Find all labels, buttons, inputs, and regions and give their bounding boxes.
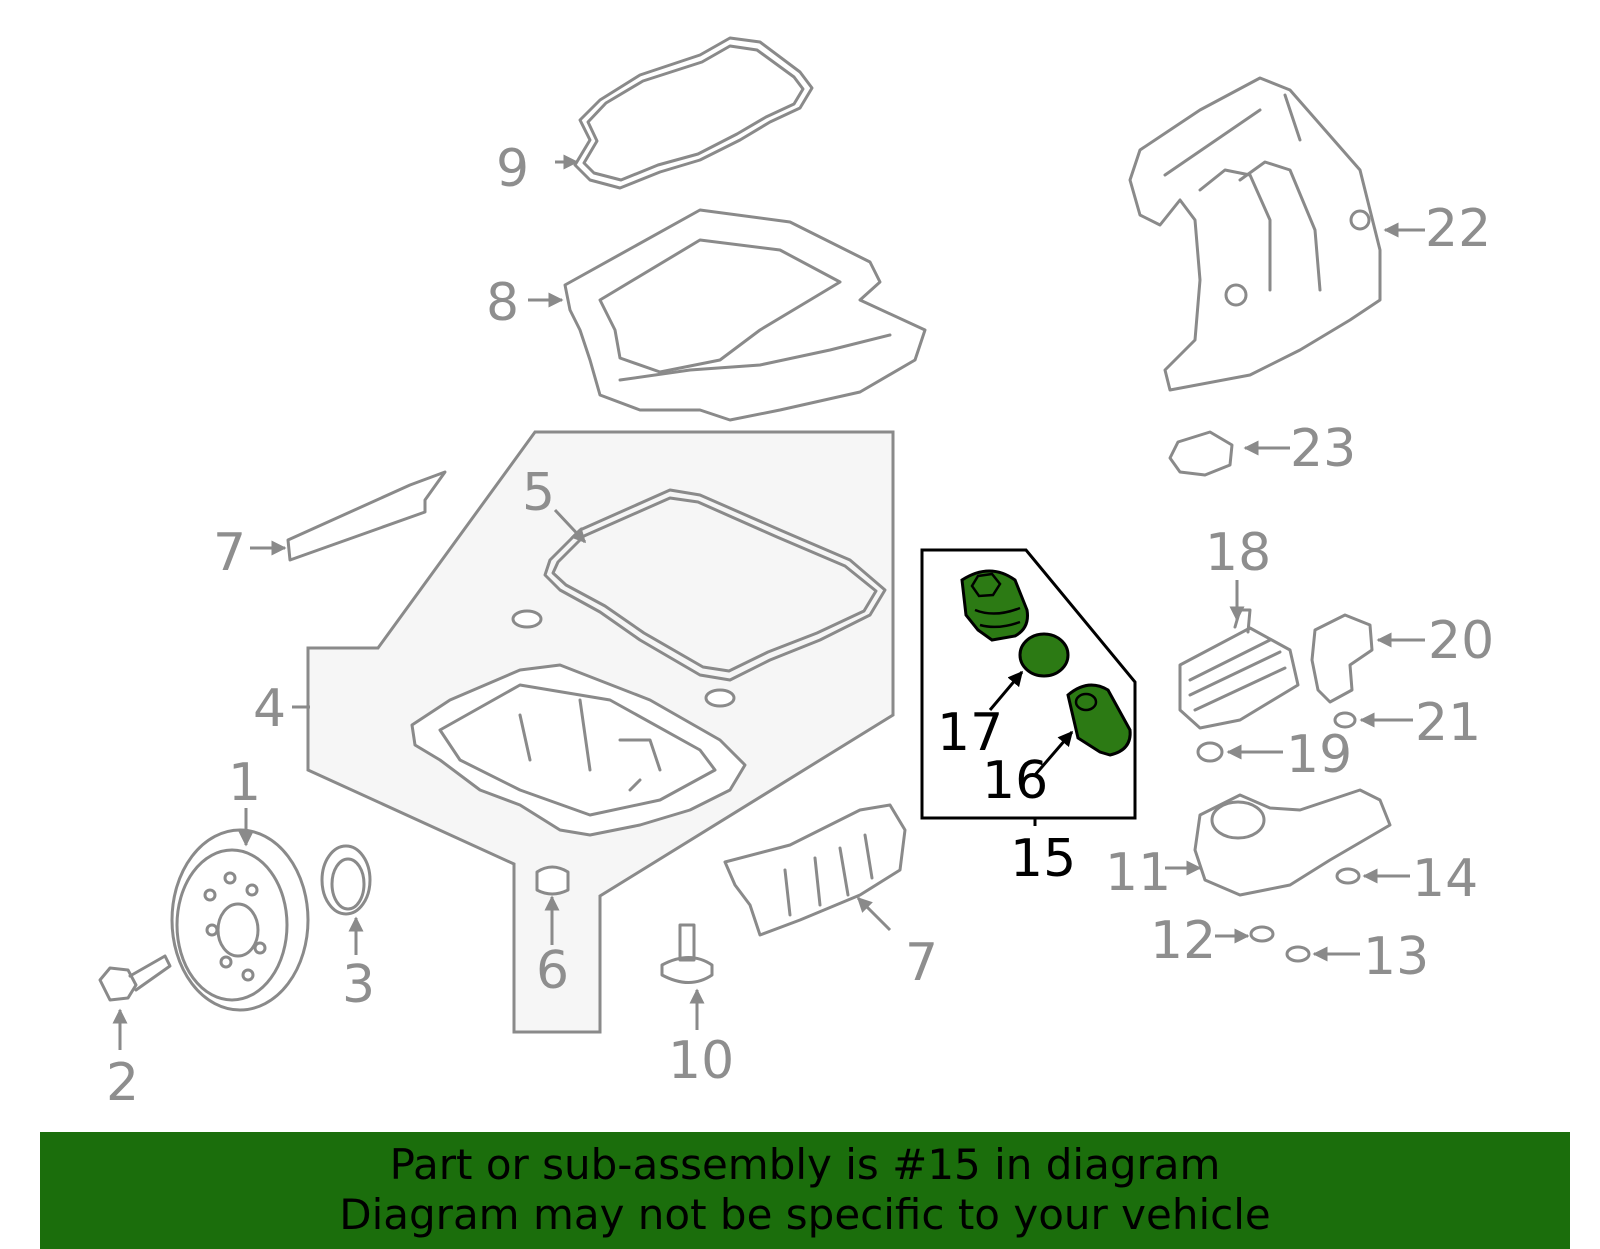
part-6-drain-plug [535,865,570,896]
part-22-intake-manifold [1128,76,1382,392]
callout-9: 9 [496,139,529,199]
part-4-inner [438,683,717,817]
callout-5: 5 [522,463,555,523]
part-8-inner [598,238,842,374]
part-16-filter-element [1066,683,1132,757]
callout-17: 17 [937,703,1003,763]
part-14-oring [1335,867,1361,885]
callout-1: 1 [228,753,261,813]
banner-line-1: Part or sub-assembly is #15 in diagram [389,1140,1221,1189]
callout-7-lower: 7 [905,933,938,993]
callout-15: 15 [1010,829,1076,889]
part-16-hole [1074,692,1098,712]
part-9-gasket-inner [582,44,805,182]
callout-4: 4 [253,679,286,739]
part-18-fins [1188,638,1287,712]
callout-8: 8 [486,273,519,333]
info-banner: Part or sub-assembly is #15 in diagram D… [40,1132,1570,1249]
part-1-pulley-face [175,848,289,1002]
callout-3: 3 [342,955,375,1015]
part-12-oring [1249,925,1275,943]
callout-12: 12 [1150,911,1216,971]
part-7-baffle-upper [286,470,447,562]
callout-20: 20 [1428,611,1494,671]
part-4-oil-pan-lower [410,663,747,837]
callouts: 9 8 22 23 7 5 4 1 2 3 6 10 7 18 20 21 19… [106,139,1494,1113]
banner-line-2: Diagram may not be specific to your vehi… [339,1190,1271,1239]
part-10-sensor-stem [678,923,696,962]
part-21-oring [1333,711,1357,729]
part-5-gasket [543,488,887,682]
callout-16: 16 [982,751,1048,811]
part-15-filter-cap-ribs [974,606,1021,629]
part-8-detail [618,333,892,382]
callout-2: 2 [106,1053,139,1113]
callout-7-upper: 7 [213,523,246,583]
part-17-oring [1018,632,1070,678]
part-7-heat-shield-ribs [783,833,874,917]
plug-lower [704,688,736,708]
part-8-oil-pan [563,208,927,422]
part-2-bolt-shank [128,954,172,992]
part-11-housing [1193,788,1392,897]
callout-22: 22 [1425,199,1491,259]
callout-21: 21 [1415,693,1481,753]
part-15-filter-cap-hex [970,572,1002,598]
part-20-sensor [1310,613,1374,704]
callout-11: 11 [1105,843,1171,903]
part-22-runners [1163,93,1322,292]
part-13-oring [1285,945,1311,963]
part-22-bolt2 [1349,209,1371,231]
callout-18: 18 [1205,523,1271,583]
plug-upper [511,609,543,629]
part-23-gasket [1168,430,1234,477]
part-18-oil-cooler [1178,626,1300,730]
part-15-filter-cap [960,569,1029,642]
callout-13: 13 [1363,927,1429,987]
part-2-bolt [98,966,138,1002]
part-22-bolt [1224,283,1248,307]
part-5-gasket-inner [551,496,878,673]
callout-23: 23 [1290,419,1356,479]
callout-10: 10 [668,1031,734,1091]
callout-19: 19 [1286,725,1352,785]
callout-6: 6 [536,941,569,1001]
part-19-oring [1196,741,1224,763]
part-3-seal [320,844,372,916]
part-4-detail [518,698,662,792]
leader-lines [112,154,1425,1050]
part-11-port [1210,800,1266,840]
part-3-seal-inner [330,857,366,911]
callout-14: 14 [1412,849,1478,909]
